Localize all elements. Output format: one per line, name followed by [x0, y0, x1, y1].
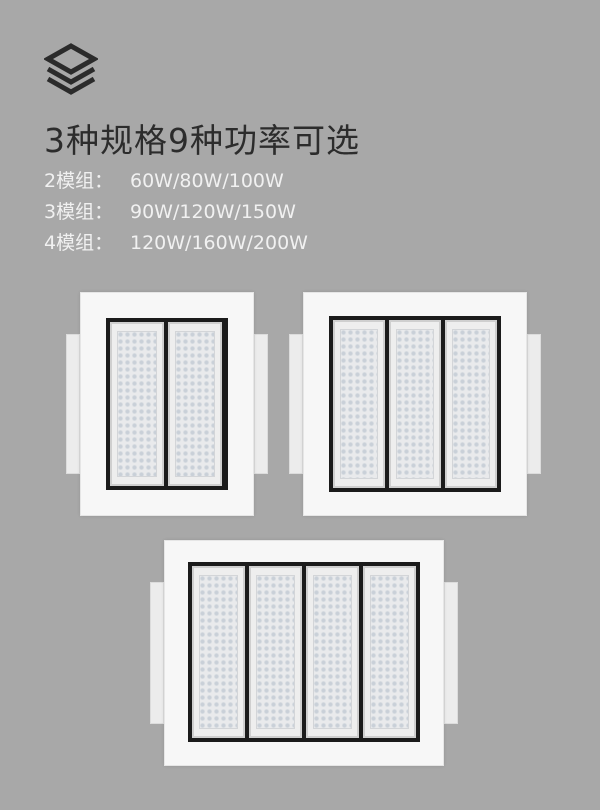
mounting-ear-right: [444, 582, 458, 724]
led-module: [306, 566, 359, 738]
led-module: [249, 566, 302, 738]
led-module: [192, 566, 245, 738]
module-frame: [329, 316, 501, 492]
mounting-ear-left: [66, 334, 80, 474]
mounting-ear-right: [254, 334, 268, 474]
led-module: [445, 320, 497, 488]
spec-label: 3模组：: [44, 201, 114, 223]
led-module: [168, 322, 222, 486]
spec-4-module: 4模组： 120W/160W/200W: [44, 228, 308, 259]
module-frame: [106, 318, 228, 490]
led-module: [363, 566, 416, 738]
spec-list: 2模组： 60W/80W/100W 3模组： 90W/120W/150W 4模组： 1…: [44, 166, 308, 259]
led-module: [389, 320, 441, 488]
spec-powers: 60W/80W/100W: [130, 170, 284, 192]
spec-2-module: 2模组： 60W/80W/100W: [44, 166, 308, 197]
2-module-fixture: [66, 292, 268, 516]
3-module-fixture: [289, 292, 541, 516]
4-module-fixture: [150, 540, 458, 766]
module-frame: [188, 562, 420, 742]
layers-icon: [44, 43, 98, 95]
spec-3-module: 3模组： 90W/120W/150W: [44, 197, 308, 228]
spec-powers: 120W/160W/200W: [130, 232, 308, 254]
led-module: [333, 320, 385, 488]
spec-powers: 90W/120W/150W: [130, 201, 296, 223]
spec-label: 4模组：: [44, 232, 114, 254]
spec-label: 2模组：: [44, 170, 114, 192]
mounting-ear-right: [527, 334, 541, 474]
led-module: [110, 322, 164, 486]
mounting-ear-left: [289, 334, 303, 474]
mounting-ear-left: [150, 582, 164, 724]
page-title: 3种规格9种功率可选: [44, 121, 360, 160]
